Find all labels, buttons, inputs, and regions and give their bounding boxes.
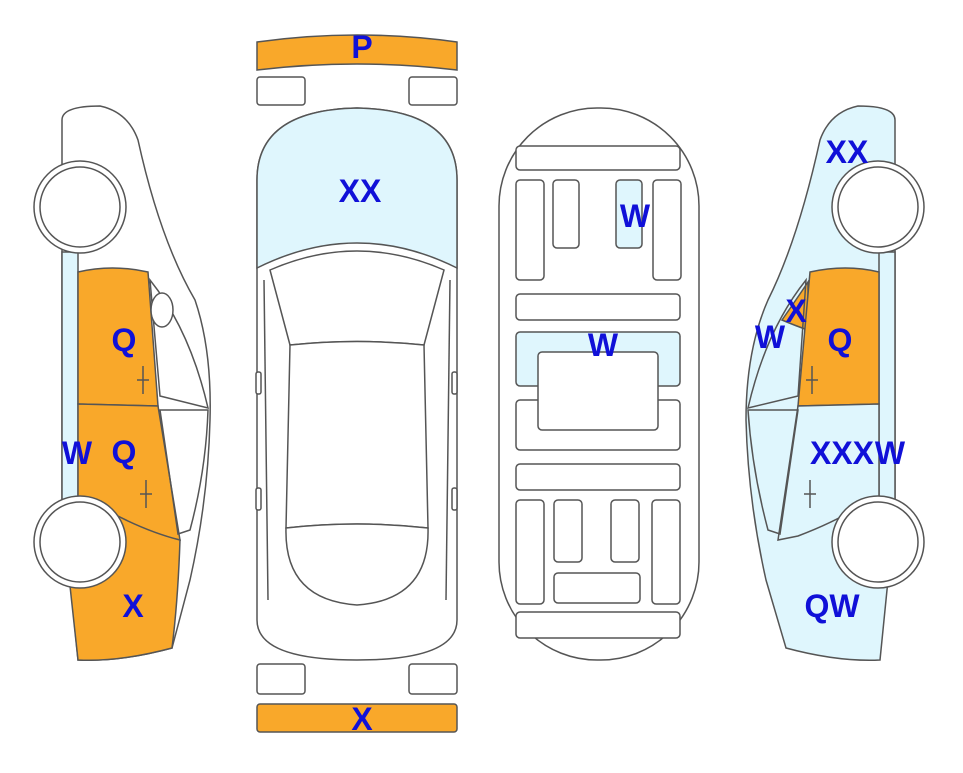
left-front-door[interactable]: [77, 267, 159, 407]
left-window-rear: [159, 409, 209, 535]
label-right-rocker: W: [875, 435, 906, 471]
label-left-quarter: X: [122, 588, 144, 624]
right-front-door[interactable]: [797, 267, 880, 407]
right-rear-wheel: [837, 501, 919, 583]
mirror-left: [255, 371, 262, 395]
floor-view: [498, 107, 700, 661]
label-right-pillar: X: [785, 293, 807, 329]
label-right-quarter: QW: [804, 588, 860, 624]
right-window-front: [746, 277, 807, 410]
floor-slot-9: [553, 572, 641, 604]
top-side-line-left: [263, 279, 269, 601]
front-bumper-panel[interactable]: [256, 34, 458, 71]
label-left-rear-door: Q: [112, 434, 137, 470]
left-handle-front: [137, 366, 149, 394]
rear-bumper-panel[interactable]: [256, 703, 458, 733]
right-handle-front: [806, 366, 818, 394]
label-front-bumper: P: [351, 29, 372, 65]
floor-slot-8: [651, 499, 681, 605]
floor-center-box: [537, 351, 659, 431]
floor-slot-2: [552, 179, 580, 249]
label-rear-bumper: X: [351, 701, 373, 737]
label-left-front-door: Q: [112, 322, 137, 358]
label-floor: W: [588, 327, 619, 363]
floor-bar-front: [515, 145, 681, 171]
label-right-front-door: Q: [828, 322, 853, 358]
roof-panel[interactable]: [615, 179, 643, 249]
left-side-view: [33, 105, 211, 661]
right-window-rear: [747, 409, 799, 535]
label-left-rocker: W: [62, 435, 93, 471]
taillight-left: [256, 663, 306, 695]
windshield: [269, 250, 445, 346]
handle-left: [255, 487, 262, 511]
right-a-pillar[interactable]: [780, 279, 809, 332]
floor-bar-rear: [515, 611, 681, 639]
label-right-mirror-area: W: [755, 319, 786, 355]
top-view: [255, 34, 458, 733]
rear-window: [285, 523, 429, 606]
headlight-left: [256, 76, 306, 106]
right-front-wheel: [837, 166, 919, 248]
left-rear-wheel: [39, 501, 121, 583]
hood-panel[interactable]: [256, 107, 458, 270]
label-right-front-fender: XX: [826, 134, 869, 170]
handle-right: [451, 487, 458, 511]
label-right-rear-door: XXX: [810, 435, 875, 471]
taillight-right: [408, 663, 458, 695]
top-side-line-right: [445, 279, 451, 601]
left-mirror: [150, 292, 174, 328]
damage-labels: P XX X W W Q Q W X XX X W Q XXX W QW: [62, 29, 906, 737]
mirror-right: [451, 371, 458, 395]
label-hood: XX: [339, 173, 382, 209]
floor-bar-mid3: [515, 463, 681, 491]
cabin-roof: [285, 340, 429, 529]
floor-slot-1: [515, 179, 545, 281]
left-handle-rear: [140, 480, 152, 508]
headlight-right: [408, 76, 458, 106]
right-handle-rear: [804, 480, 816, 508]
floor-slot-6: [553, 499, 583, 563]
floor-bar-mid1: [515, 293, 681, 321]
floor-slot-5: [515, 499, 545, 605]
floor-slot-4: [652, 179, 682, 281]
label-roof: W: [620, 198, 651, 234]
right-side-view: [745, 105, 925, 661]
floor-slot-7: [610, 499, 640, 563]
left-front-wheel: [39, 166, 121, 248]
